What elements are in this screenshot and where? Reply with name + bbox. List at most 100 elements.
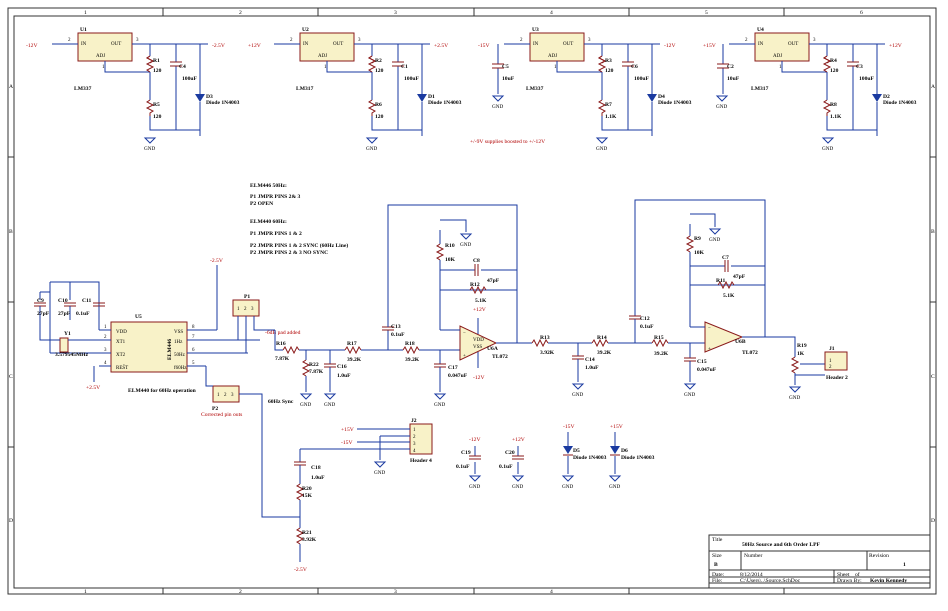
svg-text:GND: GND xyxy=(374,470,385,476)
regulator-part: LM337 xyxy=(74,86,92,92)
svg-text:−: − xyxy=(463,331,466,336)
svg-text:R11: R11 xyxy=(716,278,726,284)
diode xyxy=(872,94,882,102)
svg-text:Diode 1N4003: Diode 1N4003 xyxy=(658,100,692,106)
svg-text:C3: C3 xyxy=(856,64,863,70)
svg-text:R8: R8 xyxy=(830,102,837,108)
note-60hz-line: P1 JMPR PINS 1 & 2 xyxy=(250,231,302,237)
svg-text:1.1K: 1.1K xyxy=(605,114,617,120)
title-text: 50Hz Source and 6th Order LPF xyxy=(742,542,821,548)
svg-text:Number: Number xyxy=(744,553,762,559)
svg-text:R6: R6 xyxy=(375,102,382,108)
resistor-r16 xyxy=(282,345,300,355)
svg-text:1.0uF: 1.0uF xyxy=(311,475,325,481)
svg-text:R22: R22 xyxy=(309,362,319,368)
svg-text:VDD: VDD xyxy=(473,338,484,343)
svg-text:1.0uF: 1.0uF xyxy=(337,373,351,379)
svg-text:GND: GND xyxy=(460,242,471,248)
svg-text:OUT: OUT xyxy=(563,42,573,47)
osc-pin-num: 6 xyxy=(192,348,195,353)
svg-text:7.87K: 7.87K xyxy=(275,356,290,362)
c11-value: 0.1uF xyxy=(76,311,90,317)
svg-text:R13: R13 xyxy=(540,335,550,341)
svg-text:2: 2 xyxy=(290,38,293,43)
svg-text:C17: C17 xyxy=(448,365,458,371)
opamp-u6b xyxy=(704,321,744,353)
pad-note: -6dB pad added xyxy=(265,330,301,336)
resistor-r15 xyxy=(651,338,669,348)
oscillator-section: U5 ELM446 VDD XT1 XT2 RES̄T VSS 1Hz 50Hz… xyxy=(34,258,260,394)
capacitor xyxy=(847,61,859,67)
svg-text:ADJ: ADJ xyxy=(318,54,327,59)
header-j2-section: J2 1 2 3 4 Header 4 +15V -15V C18 1.0uF … xyxy=(294,418,433,573)
svg-text:120: 120 xyxy=(605,68,614,74)
svg-text:File:: File: xyxy=(712,578,723,584)
svg-text:5.1K: 5.1K xyxy=(475,298,487,304)
regulator-output-net: +2.5V xyxy=(434,43,448,49)
regulator-ref: U2 xyxy=(302,27,309,33)
svg-text:3.92K: 3.92K xyxy=(540,350,555,356)
svg-text:R1: R1 xyxy=(153,58,160,64)
svg-text:IN: IN xyxy=(303,42,309,47)
svg-text:GND: GND xyxy=(492,104,503,110)
svg-text:100uF: 100uF xyxy=(634,76,650,82)
jumper-p1: P1 1 2 3 -6dB pad added xyxy=(232,294,301,353)
svg-text:-2.5V: -2.5V xyxy=(294,567,307,573)
svg-text:10K: 10K xyxy=(445,257,456,263)
svg-text:1: 1 xyxy=(903,562,906,568)
row-label: C xyxy=(9,374,13,380)
svg-text:+: + xyxy=(708,347,711,352)
svg-text:C2: C2 xyxy=(727,64,734,70)
svg-text:OUT: OUT xyxy=(111,42,121,47)
svg-text:1: 1 xyxy=(413,428,416,433)
svg-text:GND: GND xyxy=(144,146,155,152)
outer-frame xyxy=(7,7,937,595)
ground-symbol: GND xyxy=(491,95,505,110)
svg-text:120: 120 xyxy=(375,68,384,74)
c9-value: 27pF xyxy=(37,311,50,317)
svg-text:GND: GND xyxy=(366,146,377,152)
regulator-ic xyxy=(754,32,810,62)
row-label: D xyxy=(9,518,13,524)
svg-text:100uF: 100uF xyxy=(859,76,875,82)
osc-pin-num: 8 xyxy=(192,325,195,330)
svg-text:-12V: -12V xyxy=(473,375,485,381)
svg-text:of: of xyxy=(855,571,860,578)
svg-text:100uF: 100uF xyxy=(182,76,198,82)
col-label: 3 xyxy=(394,589,397,595)
svg-text:ADJ: ADJ xyxy=(96,54,105,59)
c11-ref: C11 xyxy=(82,298,92,304)
svg-text:Header 2: Header 2 xyxy=(826,375,848,381)
svg-text:GND: GND xyxy=(434,402,445,408)
svg-text:GND: GND xyxy=(562,484,573,490)
supply-note: +/-9V supplies boosted to +/-12V xyxy=(470,139,545,145)
ground-symbol: GND xyxy=(323,393,337,408)
header-j1 xyxy=(824,351,848,371)
svg-text:R2: R2 xyxy=(375,58,382,64)
svg-text:TL072: TL072 xyxy=(492,354,508,360)
c10-value: 27pF xyxy=(58,311,71,317)
resistor xyxy=(822,55,832,73)
svg-text:R21: R21 xyxy=(302,530,312,536)
svg-text:100uF: 100uF xyxy=(404,76,420,82)
osc-pin-num: 5 xyxy=(192,361,195,366)
svg-text:R15: R15 xyxy=(654,335,664,341)
svg-text:47pF: 47pF xyxy=(487,278,500,284)
col-label: 2 xyxy=(239,589,242,595)
ground-symbol: GND xyxy=(373,461,387,476)
column-labels-bottom: 1 2 3 4 xyxy=(84,589,553,595)
svg-text:C:\Users\..\Source.SchDoc: C:\Users\..\Source.SchDoc xyxy=(740,578,801,584)
ground-symbol: GND xyxy=(595,137,609,152)
svg-text:GND: GND xyxy=(324,402,335,408)
osc-pin-num: 3 xyxy=(104,348,107,353)
row-labels: A B C D A B C D xyxy=(9,84,935,524)
decoupling-section: -12V C19 0.1uF +12V C20 0.1uF -15V D5 Di… xyxy=(456,424,655,474)
svg-text:D4: D4 xyxy=(658,94,665,100)
crystal-ref: Y1 xyxy=(64,331,71,337)
svg-text:39.2K: 39.2K xyxy=(347,357,362,363)
osc-pin-name: f60Hz xyxy=(174,366,187,371)
svg-text:8/12/2014: 8/12/2014 xyxy=(740,572,763,578)
svg-text:GND: GND xyxy=(596,146,607,152)
